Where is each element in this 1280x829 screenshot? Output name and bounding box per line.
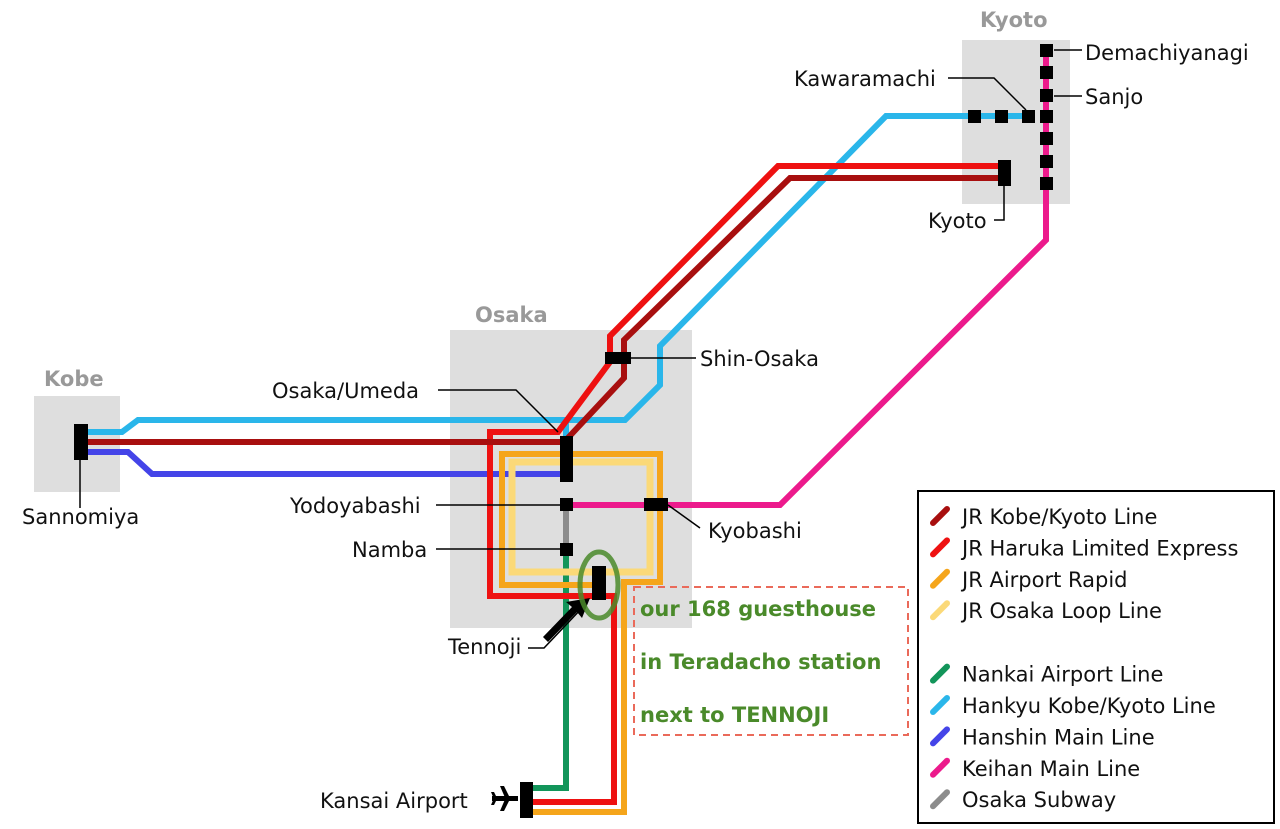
note-line-2: in Teradacho station (640, 650, 881, 674)
station-marker-keihan-5[interactable] (1040, 177, 1053, 190)
label-shin-osaka: Shin-Osaka (700, 347, 819, 371)
station-marker-namba[interactable] (560, 543, 573, 556)
guesthouse-note-box (633, 586, 909, 736)
legend-swatch-7 (930, 757, 950, 778)
osaka-region-label: Osaka (475, 303, 548, 327)
note-line-1: our 168 guesthouse (640, 597, 876, 621)
legend-swatch-6 (930, 726, 950, 747)
legend: JR Kobe/Kyoto Line JR Haruka Limited Expr… (930, 505, 1238, 812)
line-jr-haruka (487, 163, 1004, 805)
legend-label-4: Nankai Airport Line (962, 663, 1163, 687)
label-kyobashi: Kyobashi (708, 519, 802, 543)
tennoji-leader (528, 607, 583, 649)
label-sanjo: Sanjo (1085, 85, 1143, 109)
legend-label-1: JR Haruka Limited Express (960, 536, 1238, 560)
line-nankai (528, 551, 569, 791)
station-marker-kawaramachi[interactable] (1022, 110, 1035, 123)
label-osaka-umeda: Osaka/Umeda (272, 379, 419, 403)
legend-swatch-1 (930, 537, 950, 558)
station-marker-kyoto[interactable] (998, 160, 1011, 186)
legend-swatch-2 (930, 568, 950, 589)
label-namba: Namba (352, 538, 427, 562)
legend-swatch-4 (930, 663, 950, 684)
label-demachiyanagi: Demachiyanagi (1085, 41, 1249, 65)
station-marker-kansai-airport[interactable] (520, 782, 533, 818)
station-marker-shin-osaka[interactable] (605, 352, 631, 364)
guesthouse-highlight-oval (577, 549, 621, 621)
label-kawaramachi: Kawaramachi (794, 67, 936, 91)
station-marker-hankyu-1[interactable] (968, 110, 981, 123)
note-line-3: next to TENNOJI (640, 703, 829, 727)
legend-swatch-3 (930, 600, 950, 621)
legend-label-0: JR Kobe/Kyoto Line (960, 505, 1157, 529)
label-yodoyabashi: Yodoyabashi (289, 494, 421, 518)
line-jr-kobe-kyoto-2 (563, 175, 1004, 443)
arrow-icon (543, 598, 590, 642)
legend-label-6: Hanshin Main Line (962, 725, 1155, 749)
station-marker-keihan-2[interactable] (1040, 110, 1053, 123)
leader-lines (79, 49, 1082, 550)
legend-swatch-5 (930, 695, 950, 715)
line-hanshin (82, 449, 566, 477)
airplane-icon (491, 786, 518, 811)
line-hankyu (82, 113, 1030, 435)
label-tennoji: Tennoji (447, 635, 521, 659)
legend-swatch-8 (930, 789, 950, 810)
legend-label-2: JR Airport Rapid (960, 568, 1128, 592)
kobe-region-label: Kobe (44, 367, 104, 391)
legend-label-3: JR Osaka Loop Line (960, 599, 1162, 623)
legend-label-8: Osaka Subway (962, 788, 1116, 812)
kyoto-region-label: Kyoto (980, 8, 1048, 32)
station-marker-tennoji[interactable] (592, 566, 606, 600)
station-marker-osaka-umeda[interactable] (560, 436, 573, 482)
station-marker-sannomiya[interactable] (74, 424, 88, 460)
legend-label-5: Hankyu Kobe/Kyoto Line (962, 694, 1216, 718)
legend-label-7: Keihan Main Line (962, 757, 1140, 781)
station-marker-keihan-4[interactable] (1040, 155, 1053, 168)
station-marker-kyobashi[interactable] (644, 498, 668, 511)
station-marker-hankyu-2[interactable] (995, 110, 1008, 123)
station-marker-keihan-1[interactable] (1040, 66, 1053, 79)
label-kyoto: Kyoto (928, 209, 987, 233)
station-marker-sanjo[interactable] (1040, 89, 1053, 102)
label-kansai-airport: Kansai Airport (320, 789, 468, 813)
legend-swatch-0 (930, 506, 950, 526)
station-marker-yodoyabashi[interactable] (560, 498, 573, 511)
label-sannomiya: Sannomiya (22, 505, 139, 529)
station-marker-keihan-3[interactable] (1040, 132, 1053, 145)
station-marker-demachiyanagi[interactable] (1040, 44, 1053, 57)
legend-box (917, 490, 1275, 824)
line-jr-airport-rapid (499, 451, 663, 815)
